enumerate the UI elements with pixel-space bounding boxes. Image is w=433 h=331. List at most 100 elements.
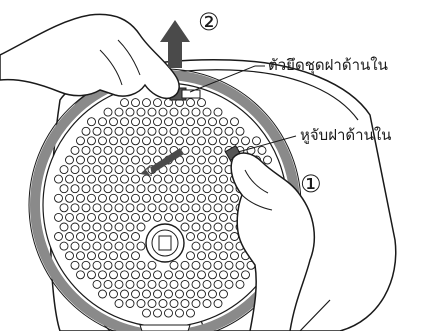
perforation-hole xyxy=(115,127,123,135)
perforation-hole xyxy=(132,194,140,202)
perforation-hole xyxy=(110,233,118,241)
perforation-hole xyxy=(110,175,118,183)
perforation-hole xyxy=(121,233,129,241)
perforation-hole xyxy=(225,204,233,212)
perforation-hole xyxy=(110,118,118,126)
perforation-hole xyxy=(176,309,184,317)
perforation-hole xyxy=(99,233,107,241)
perforation-hole xyxy=(77,252,85,260)
perforation-hole xyxy=(198,137,206,145)
step-one-marker: ① xyxy=(300,172,322,196)
perforation-hole xyxy=(143,290,151,298)
perforation-hole xyxy=(99,137,107,145)
perforation-hole xyxy=(137,280,145,288)
perforation-hole xyxy=(176,118,184,126)
perforation-hole xyxy=(104,127,112,135)
perforation-hole xyxy=(214,108,222,116)
perforation-hole xyxy=(126,261,134,269)
perforation-hole xyxy=(170,261,178,269)
perforation-hole xyxy=(99,194,107,202)
perforation-hole xyxy=(225,223,233,231)
perforation-hole xyxy=(198,175,206,183)
perforation-hole xyxy=(198,290,206,298)
perforation-hole xyxy=(159,127,167,135)
perforation-hole xyxy=(126,223,134,231)
perforation-hole xyxy=(203,300,211,308)
perforation-hole xyxy=(181,204,189,212)
perforation-hole xyxy=(236,127,244,135)
perforation-hole xyxy=(99,252,107,260)
perforation-hole xyxy=(88,233,96,241)
perforation-hole xyxy=(126,204,134,212)
perforation-hole xyxy=(60,204,68,212)
perforation-hole xyxy=(187,233,195,241)
perforation-hole xyxy=(264,156,272,164)
perforation-hole xyxy=(115,261,123,269)
perforation-hole xyxy=(121,213,129,221)
perforation-hole xyxy=(159,280,167,288)
perforation-hole xyxy=(187,156,195,164)
perforation-hole xyxy=(181,166,189,174)
perforation-hole xyxy=(198,271,206,279)
perforation-hole xyxy=(121,137,129,145)
plate-bottom-tab xyxy=(140,325,190,331)
perforation-hole xyxy=(220,290,228,298)
top-hand xyxy=(0,14,179,98)
perforation-hole xyxy=(236,280,244,288)
perforation-hole xyxy=(225,127,233,135)
perforation-hole xyxy=(110,290,118,298)
perforation-hole xyxy=(93,185,101,193)
perforation-hole xyxy=(110,271,118,279)
perforation-hole xyxy=(187,309,195,317)
perforation-hole xyxy=(99,156,107,164)
perforation-hole xyxy=(126,185,134,193)
perforation-hole xyxy=(176,194,184,202)
perforation-hole xyxy=(137,185,145,193)
perforation-hole xyxy=(132,290,140,298)
perforation-hole xyxy=(93,261,101,269)
perforation-hole xyxy=(154,213,162,221)
perforation-hole xyxy=(198,99,206,107)
perforation-hole xyxy=(176,290,184,298)
perforation-hole xyxy=(231,271,239,279)
perforation-hole xyxy=(170,108,178,116)
perforation-hole xyxy=(159,185,167,193)
perforation-hole xyxy=(214,261,222,269)
perforation-hole xyxy=(159,204,167,212)
perforation-hole xyxy=(121,194,129,202)
perforation-hole xyxy=(137,300,145,308)
perforation-hole xyxy=(104,166,112,174)
perforation-hole xyxy=(143,213,151,221)
perforation-hole xyxy=(82,185,90,193)
perforation-hole xyxy=(55,175,63,183)
perforation-hole xyxy=(60,242,68,250)
perforation-hole xyxy=(66,156,74,164)
perforation-hole xyxy=(181,223,189,231)
perforation-hole xyxy=(154,271,162,279)
perforation-hole xyxy=(236,261,244,269)
perforation-hole xyxy=(104,204,112,212)
perforation-hole xyxy=(71,204,79,212)
perforation-hole xyxy=(159,108,167,116)
perforation-hole xyxy=(165,137,173,145)
perforation-hole xyxy=(115,146,123,154)
perforation-hole xyxy=(126,127,134,135)
perforation-hole xyxy=(137,108,145,116)
perforation-hole xyxy=(55,213,63,221)
perforation-hole xyxy=(181,127,189,135)
perforation-hole xyxy=(225,261,233,269)
perforation-hole xyxy=(126,280,134,288)
perforation-hole xyxy=(110,137,118,145)
perforation-hole xyxy=(165,194,173,202)
lid-holder-label: ตัวยึดชุดฝาด้านใน xyxy=(268,58,388,73)
perforation-hole xyxy=(132,271,140,279)
perforation-hole xyxy=(187,271,195,279)
perforation-hole xyxy=(231,194,239,202)
perforation-hole xyxy=(137,242,145,250)
perforation-hole xyxy=(93,242,101,250)
perforation-hole xyxy=(170,166,178,174)
perforation-hole xyxy=(137,204,145,212)
perforation-hole xyxy=(165,271,173,279)
